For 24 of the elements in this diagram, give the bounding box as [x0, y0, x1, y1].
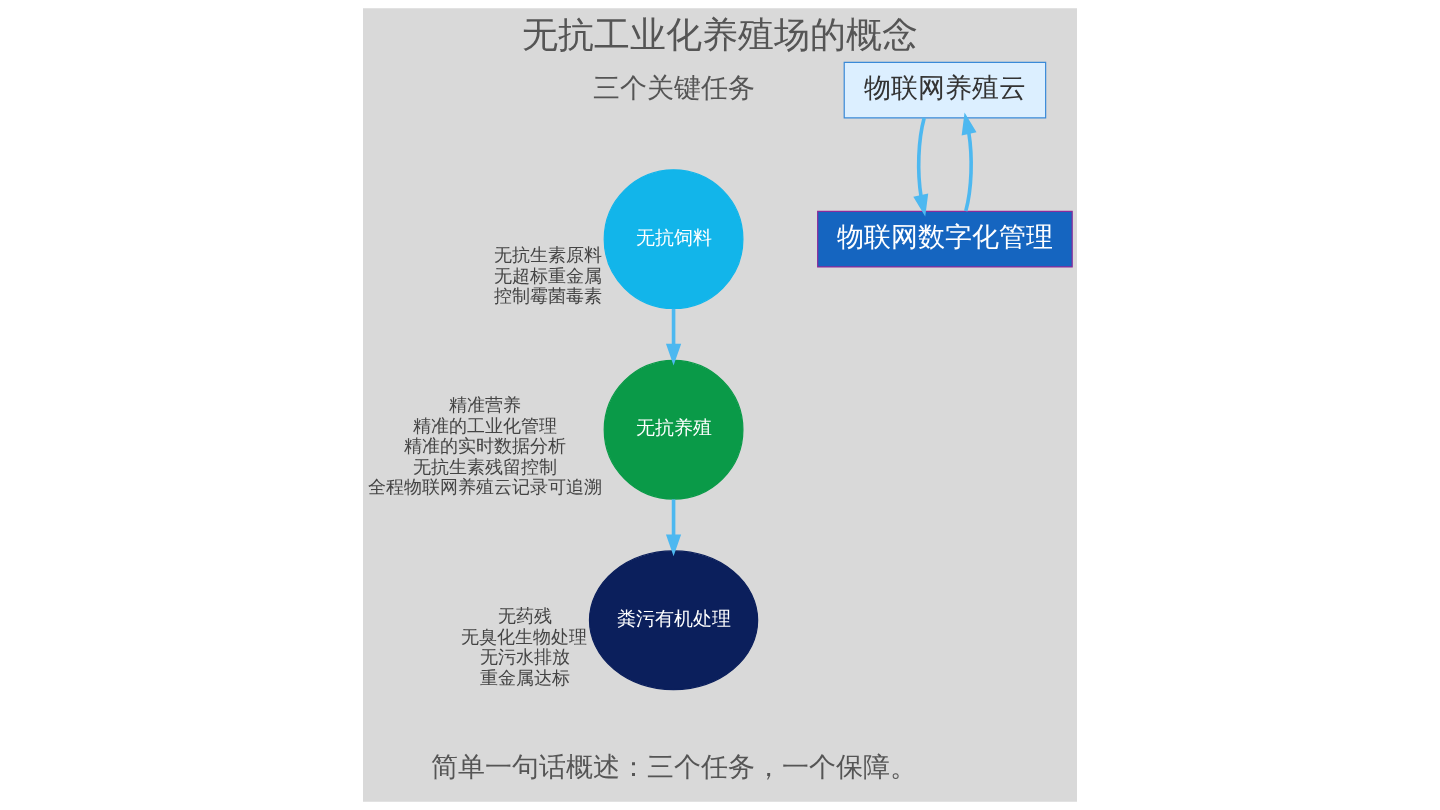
node-label: 无超标重金属 [494, 264, 603, 286]
node-circle: 无抗养殖 [603, 359, 744, 500]
node-circle: 无抗饲料 [603, 169, 744, 310]
label: 简单一句话概述：三个任务，一个保障。 [430, 750, 917, 782]
node-label: 精准的工业化管理 [413, 414, 558, 436]
node-label: 无污水排放 [479, 646, 570, 668]
node-ellipse: 粪污有机处理 [588, 550, 759, 691]
arrow [961, 112, 977, 212]
node-label: 重金属达标 [479, 666, 570, 688]
node-label: 控制霉菌毒素 [494, 285, 603, 307]
diagram-title: 无抗工业化养殖场的概念 [522, 12, 918, 56]
node-label: 无药残 [497, 605, 552, 627]
arrow [665, 499, 682, 557]
arrow [665, 308, 682, 366]
node-label: 无抗生素原料 [494, 244, 603, 266]
label: 三个关键任务 [592, 71, 755, 103]
node-box: 物联网养殖云 [843, 61, 1047, 119]
node-label: 精准营养 [449, 394, 522, 416]
node-label: 无抗生素残留控制 [413, 455, 558, 477]
node-label: 精准的实时数据分析 [404, 435, 567, 457]
arrow [913, 117, 929, 217]
node-box: 物联网数字化管理 [817, 210, 1073, 268]
node-label: 全程物联网养殖云记录可追溯 [367, 476, 602, 498]
node-label: 无臭化生物处理 [461, 625, 588, 647]
